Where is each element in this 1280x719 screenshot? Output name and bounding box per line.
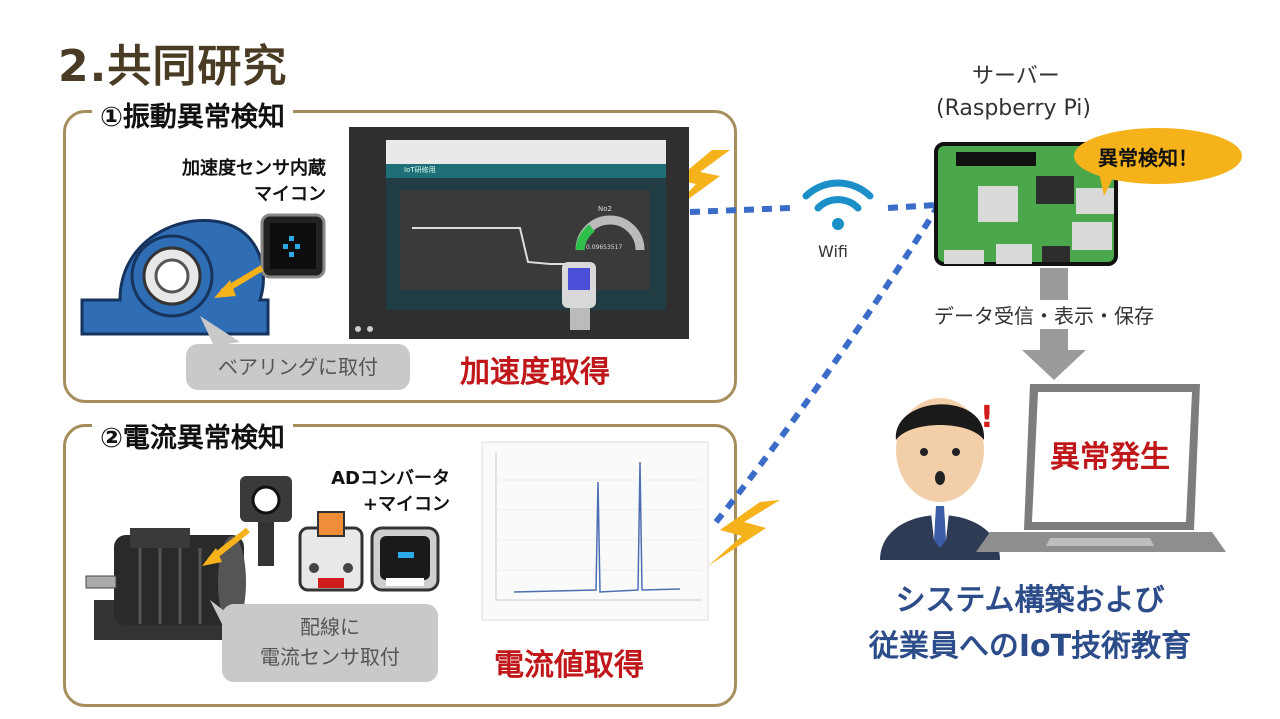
current-chart-image <box>481 441 709 621</box>
page-title: 2.共同研究 <box>58 41 288 92</box>
accel-sensor-icon <box>260 213 326 279</box>
wifi-label: Wifi <box>818 242 848 261</box>
gauge-label: No2 <box>598 205 612 213</box>
gauge-value: 0.09653517 <box>586 244 623 251</box>
laptop-screen-text: 異常発生 <box>1050 440 1170 475</box>
accel-device-label-2: マイコン <box>254 184 326 205</box>
wifi-icon <box>802 179 874 230</box>
accel-device-label-1: 加速度センサ内蔵 <box>182 158 326 179</box>
outcome-line-1: システム構築および <box>895 583 1165 618</box>
alert-bubble <box>1074 128 1242 196</box>
bearing-mount-tag: ベアリングに取付 <box>186 344 410 390</box>
alert-exclamation: ! <box>980 400 994 435</box>
wiring-tag-line2: 電流センサ取付 <box>260 645 400 669</box>
wifi-link-right <box>887 202 937 211</box>
current-clamp-icon <box>240 476 292 566</box>
ad-converter-label-1: ADコンバータ <box>331 468 450 489</box>
current-caption: 電流値取得 <box>494 648 644 683</box>
wiring-tag: 配線に 電流センサ取付 <box>222 604 438 682</box>
accel-caption: 加速度取得 <box>460 355 610 390</box>
bearing-icon <box>80 219 270 336</box>
outcome-line-2: 従業員へのIoT技術教育 <box>868 629 1192 664</box>
worker-icon <box>880 398 1000 560</box>
bolt-icon-lower <box>708 500 780 566</box>
current-heading: ②電流異常検知 <box>92 416 293 455</box>
raspberry-pi-icon <box>934 142 1118 266</box>
server-label-1: サーバー <box>972 64 1060 89</box>
ad-converter-label-2: +マイコン <box>362 494 450 515</box>
laptop-icon <box>976 384 1226 552</box>
mount-pointer <box>200 316 240 346</box>
server-label-2: (Raspberry Pi) <box>936 96 1091 121</box>
wiring-tag-line1: 配線に <box>300 615 360 639</box>
wifi-link-left <box>689 205 791 215</box>
microcontroller-icon <box>370 526 440 592</box>
vibration-heading: ①振動異常検知 <box>92 95 293 134</box>
flow-label: データ受信・表示・保存 <box>930 300 1158 329</box>
ad-converter-icon <box>298 511 364 592</box>
screen-tab-label: IoT研修用 <box>404 166 436 174</box>
alert-bubble-text: 異常検知！ <box>1098 146 1198 170</box>
dashboard-photo <box>349 127 689 339</box>
